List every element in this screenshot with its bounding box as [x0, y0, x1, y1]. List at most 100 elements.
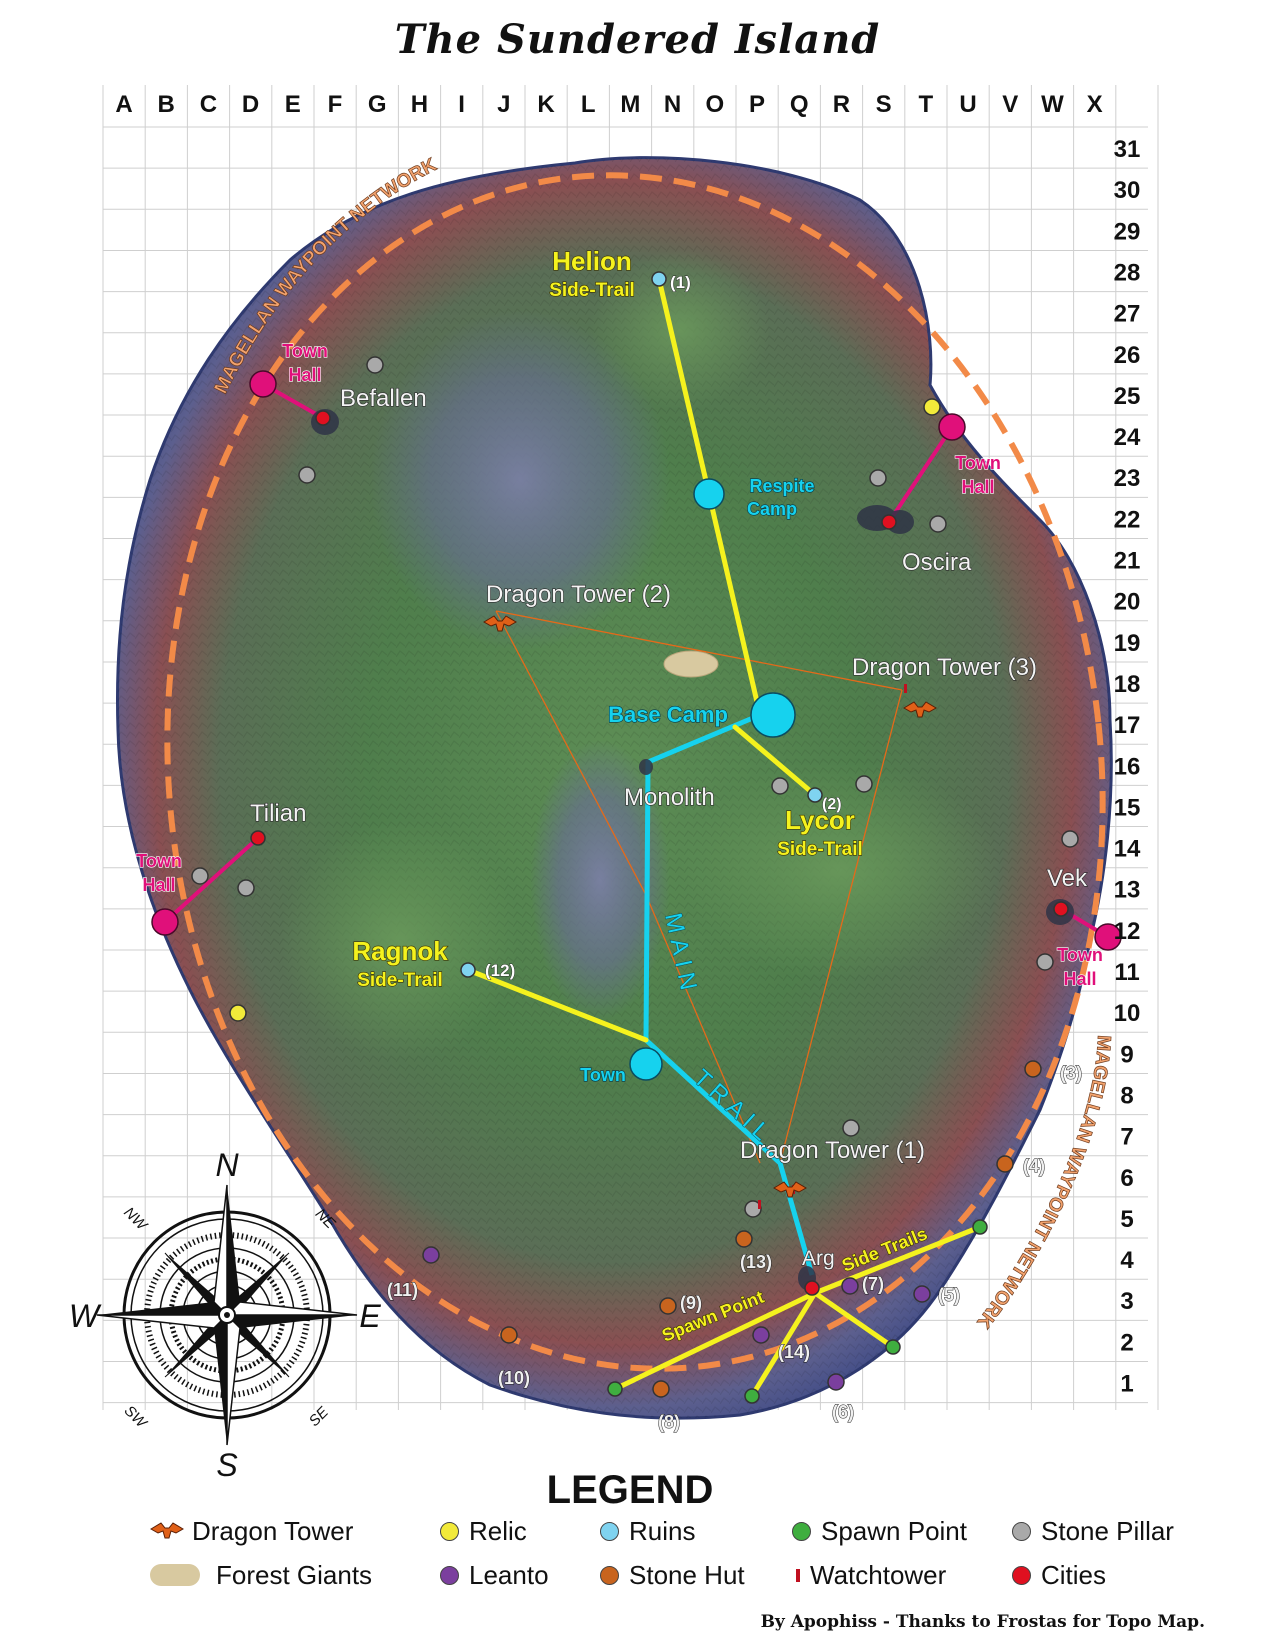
row-label-31: 31	[1114, 136, 1141, 163]
column-label-s: S	[876, 91, 892, 118]
stone-pillar-2	[298, 466, 316, 484]
stone-pillar-11	[842, 1119, 860, 1137]
compass-ne: NE	[312, 1205, 339, 1232]
row-label-23: 23	[1114, 465, 1141, 492]
marker-label-8: (8)	[658, 1412, 680, 1432]
legend-item-cities: Cities	[1012, 1560, 1106, 1590]
row-label-6: 6	[1120, 1165, 1133, 1192]
row-label-19: 19	[1114, 630, 1141, 657]
stone-hut-6	[652, 1380, 670, 1398]
legend-label: Cities	[1041, 1559, 1107, 1590]
row-label-1: 1	[1120, 1371, 1133, 1398]
stone-hut-2	[996, 1155, 1014, 1173]
row-label-5: 5	[1120, 1206, 1133, 1233]
base-camp-label: Base Camp	[608, 702, 728, 727]
column-label-j: J	[497, 91, 510, 118]
legend-item-spawn-point: Spawn Point	[792, 1516, 967, 1546]
stone-pillar-10	[1036, 953, 1054, 971]
legend-label: Leanto	[469, 1559, 549, 1590]
credit-line: By Apophiss - Thanks to Frostas for Topo…	[760, 1612, 1205, 1632]
town-marker	[629, 1047, 663, 1081]
legend-swatch	[1012, 1565, 1031, 1585]
stone-pillar-1	[366, 356, 384, 374]
legend-label: Spawn Point	[821, 1515, 967, 1546]
legend-swatch	[1012, 1521, 1031, 1541]
column-label-l: L	[581, 91, 596, 118]
forest-giants-area	[663, 650, 719, 678]
column-label-d: D	[242, 91, 259, 118]
row-label-18: 18	[1114, 671, 1141, 698]
marker-label-14: (14)	[778, 1342, 810, 1362]
row-label-10: 10	[1114, 1000, 1141, 1027]
marker-label-9: (9)	[680, 1293, 702, 1313]
legend-item-watchtower: Watchtower	[792, 1560, 946, 1590]
town-label: Town	[580, 1065, 626, 1085]
highland-central	[530, 740, 670, 1020]
column-label-h: H	[411, 91, 428, 118]
place-tilian: Tilian	[250, 800, 306, 827]
dragon-icon	[150, 1522, 184, 1539]
marker-label-13: (13)	[740, 1252, 772, 1272]
legend-swatch	[440, 1565, 459, 1585]
stone-pillar-3	[869, 469, 887, 487]
legend-label: Watchtower	[810, 1559, 947, 1590]
city-2	[881, 514, 897, 530]
column-label-q: Q	[790, 91, 809, 118]
legend-swatch	[792, 1521, 811, 1541]
map-title: The Sundered Island	[394, 16, 881, 63]
spawn-point-4	[607, 1381, 623, 1397]
column-label-t: T	[918, 91, 933, 118]
marker-label-4: (4)	[1023, 1156, 1045, 1176]
legend-item-leanto: Leanto	[440, 1560, 549, 1590]
legend-swatch	[440, 1521, 459, 1541]
legend-item-stone-hut: Stone Hut	[600, 1560, 745, 1590]
compass-rose: N S E W NW NE SW SE	[69, 1150, 381, 1480]
befallen-town-hall-label-line1: Town	[282, 341, 328, 361]
marker-label-6: (6)	[832, 1402, 854, 1422]
row-label-22: 22	[1114, 506, 1141, 533]
row-label-2: 2	[1120, 1329, 1133, 1356]
ragnok-trail-name: Ragnok	[352, 936, 448, 966]
compass-e: E	[359, 1298, 381, 1334]
town-hall-2	[938, 413, 966, 441]
city-5	[804, 1280, 820, 1296]
map-markers	[151, 271, 1122, 1404]
dragon-tower-2-icon	[483, 615, 517, 632]
tilian-town-hall-label-line2: Hall	[142, 875, 175, 895]
compass-n: N	[215, 1150, 239, 1183]
stone-pillar-8	[191, 867, 209, 885]
legend-label: Dragon Tower	[192, 1515, 354, 1546]
row-label-20: 20	[1114, 589, 1141, 616]
ragnok-trail-num: (12)	[485, 961, 515, 980]
column-label-b: B	[158, 91, 175, 118]
legend-label: Ruins	[629, 1515, 696, 1546]
compass-s: S	[216, 1447, 237, 1480]
helion-trail-sub: Side-Trail	[549, 280, 635, 301]
legend-swatch	[600, 1521, 619, 1541]
stone-pillar-9	[237, 879, 255, 897]
column-label-m: M	[620, 91, 640, 118]
city-3	[250, 830, 266, 846]
marker-label-5: (5)	[938, 1285, 960, 1305]
ruins-ragnok	[460, 962, 476, 978]
legend-title: LEGEND	[546, 1468, 714, 1512]
legend-item-stone-pillar: Stone Pillar	[1012, 1516, 1174, 1546]
column-label-p: P	[749, 91, 765, 118]
place-oscira: Oscira	[902, 549, 972, 576]
place-befallen: Befallen	[340, 385, 427, 412]
legend-label: Stone Pillar	[1041, 1515, 1174, 1546]
leanto-1	[422, 1246, 440, 1264]
row-label-21: 21	[1114, 548, 1141, 575]
row-label-15: 15	[1114, 794, 1141, 821]
stone-pillar-6	[855, 775, 873, 793]
dragon-tower-1-label: Dragon Tower (1)	[740, 1137, 925, 1164]
leanto-2	[913, 1285, 931, 1303]
row-label-11: 11	[1114, 959, 1139, 986]
stone-hut-5	[500, 1326, 518, 1344]
column-label-g: G	[368, 91, 387, 118]
row-label-25: 25	[1114, 383, 1141, 410]
valley-east	[680, 760, 1000, 980]
row-label-3: 3	[1120, 1288, 1133, 1315]
marker-label-3: (3)	[1060, 1063, 1082, 1083]
